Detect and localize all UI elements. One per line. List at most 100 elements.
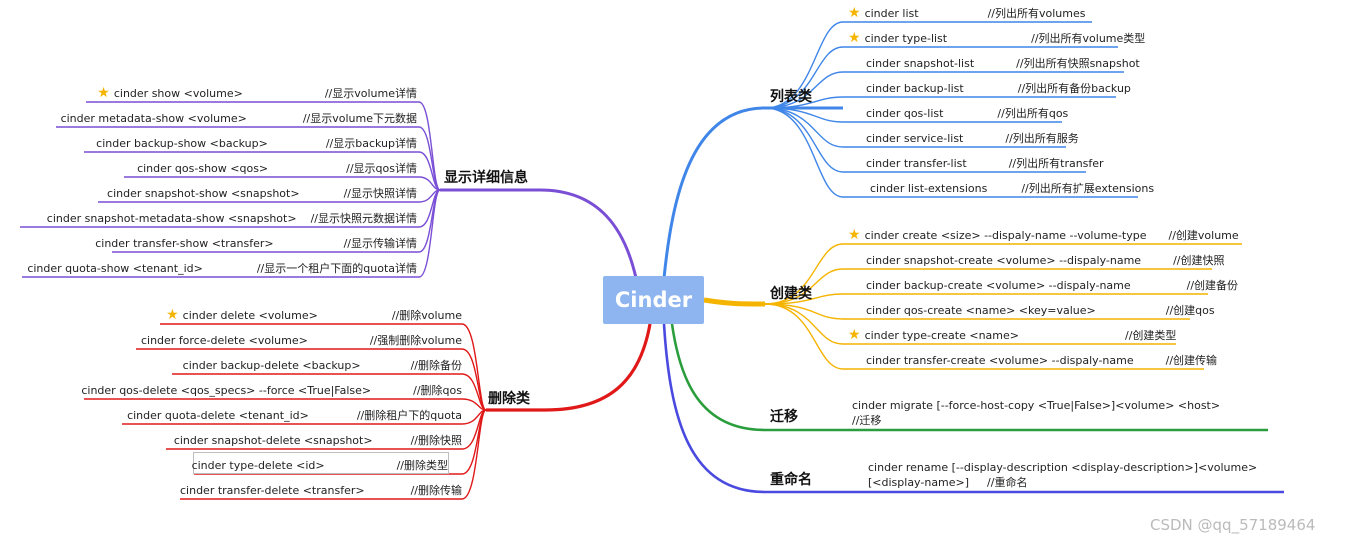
branch-title-rename[interactable]: 重命名 <box>770 472 812 488</box>
migrate-comment: //迁移 <box>852 414 882 427</box>
list-item-comment: //列出所有volumes <box>987 7 1086 20</box>
show-item-comment: //显示传输详情 <box>343 237 417 250</box>
show-item-4[interactable]: cinder qos-show <qos>//显示qos详情 <box>137 159 417 177</box>
list-item-2[interactable]: ★cinder type-list//列出所有volume类型 <box>848 29 1145 47</box>
list-item-1[interactable]: ★cinder list//列出所有volumes <box>848 4 1085 22</box>
list-item-comment: //列出所有qos <box>997 107 1069 120</box>
rename-line-2: [<display-name>]//重命名 <box>868 476 1028 489</box>
delete-item-4[interactable]: cinder qos-delete <qos_specs> --force <T… <box>81 381 462 399</box>
rename-comment: //重命名 <box>987 476 1028 489</box>
create-item-4[interactable]: cinder qos-create <name> <key=value>//创建… <box>866 301 1215 319</box>
connector-line <box>662 106 843 279</box>
delete-item-6[interactable]: cinder snapshot-delete <snapshot>//删除快照 <box>174 431 462 449</box>
connector-line <box>764 243 844 305</box>
delete-item-comment: //删除快照 <box>410 434 462 447</box>
show-item-7[interactable]: cinder transfer-show <transfer> //显示传输详情 <box>95 234 417 252</box>
migrate-line-1: cinder migrate [--force-host-copy <True|… <box>852 399 1221 412</box>
show-item-command: cinder snapshot-metadata-show <snapshot> <box>46 211 297 225</box>
delete-item-comment: //删除类型 <box>396 459 448 472</box>
create-item-5[interactable]: ★cinder type-create <name>//创建类型 <box>848 326 1176 344</box>
list-item-comment: //列出所有扩展extensions <box>1021 182 1155 195</box>
rename-command[interactable]: cinder rename [--display-description <di… <box>868 460 1257 490</box>
list-item-comment: //列出所有volume类型 <box>1031 32 1146 45</box>
list-item-comment: //列出所有服务 <box>1005 132 1079 145</box>
list-item-comment: //列出所有transfer <box>1008 157 1104 170</box>
create-item-comment: //创建传输 <box>1165 354 1218 367</box>
create-item-2[interactable]: cinder snapshot-create <volume> --dispal… <box>866 251 1224 269</box>
create-item-3[interactable]: cinder backup-create <volume> --dispaly-… <box>866 276 1238 294</box>
branch-title-migrate[interactable]: 迁移 <box>770 409 798 425</box>
delete-item-1[interactable]: ★cinder delete <volume>//删除volume <box>166 306 462 324</box>
branch-title-delete[interactable]: 删除类 <box>488 391 530 407</box>
create-item-comment: //创建备份 <box>1186 279 1239 292</box>
list-item-6[interactable]: cinder service-list //列出所有服务 <box>866 129 1079 147</box>
connector-line <box>764 107 844 173</box>
show-item-comment: //显示volume详情 <box>324 87 417 100</box>
branch-title-create[interactable]: 创建类 <box>770 286 812 302</box>
list-item-7[interactable]: cinder transfer-list //列出所有transfer <box>866 154 1104 172</box>
connector-line <box>486 323 652 412</box>
delete-item-5[interactable]: cinder quota-delete <tenant_id>//删除租户下的q… <box>127 406 462 424</box>
delete-item-comment: //删除qos <box>413 384 462 397</box>
show-item-comment: //显示一个租户下面的quota详情 <box>256 262 417 275</box>
rename-line-1: cinder rename [--display-description <di… <box>868 461 1258 474</box>
show-item-2[interactable]: cinder metadata-show <volume>//显示volume下… <box>61 109 417 127</box>
list-item-comment: //列出所有备份backup <box>1017 82 1131 95</box>
star-icon: ★ <box>848 227 861 243</box>
show-item-1[interactable]: ★cinder show <volume>//显示volume详情 <box>97 84 417 102</box>
delete-item-command: cinder quota-delete <tenant_id> <box>127 408 309 422</box>
connector-line <box>764 46 844 109</box>
connector-line <box>764 268 844 305</box>
create-item-command: cinder snapshot-create <volume> --dispal… <box>866 253 1142 267</box>
delete-item-7[interactable]: cinder type-delete <id>//删除类型 <box>192 456 448 474</box>
show-item-command: cinder metadata-show <volume> <box>60 111 247 125</box>
show-item-comment: //显示快照详情 <box>343 187 417 200</box>
create-item-command: cinder backup-create <volume> --dispaly-… <box>866 278 1131 292</box>
delete-item-8[interactable]: cinder transfer-delete <transfer>//删除传输 <box>180 481 462 499</box>
show-item-comment: //显示qos详情 <box>346 162 417 175</box>
list-item-8[interactable]: cinder list-extensions//列出所有扩展extensions <box>870 179 1154 197</box>
delete-item-command: cinder transfer-delete <transfer> <box>180 483 365 497</box>
connector-line <box>764 303 844 370</box>
list-item-command: cinder snapshot-list <box>866 56 975 70</box>
connector-line <box>418 189 441 278</box>
connector-line <box>440 188 638 279</box>
list-item-3[interactable]: cinder snapshot-list//列出所有快照snapshot <box>866 54 1140 72</box>
list-item-command: cinder transfer-list <box>866 156 967 170</box>
create-item-comment: //创建类型 <box>1125 329 1177 342</box>
delete-item-2[interactable]: cinder force-delete <volume>//强制删除volume <box>141 331 462 349</box>
show-item-3[interactable]: cinder backup-show <backup>//显示backup详情 <box>96 134 417 152</box>
list-item-4[interactable]: cinder backup-list//列出所有备份backup <box>866 79 1131 97</box>
create-item-1[interactable]: ★cinder create <size> --dispaly-name --v… <box>848 226 1239 244</box>
create-item-6[interactable]: cinder transfer-create <volume> --dispal… <box>866 351 1217 369</box>
connector-line <box>418 151 441 191</box>
star-icon: ★ <box>848 5 861 21</box>
migrate-command[interactable]: cinder migrate [--force-host-copy <True|… <box>852 398 1220 428</box>
list-item-command: cinder service-list <box>866 131 964 145</box>
show-item-command: cinder snapshot-show <snapshot> <box>107 186 300 200</box>
connector-line <box>461 373 487 411</box>
show-item-6[interactable]: cinder snapshot-metadata-show <snapshot>… <box>47 209 417 227</box>
connector-line <box>461 409 487 500</box>
list-item-command: cinder qos-list <box>866 106 944 120</box>
create-item-comment: //创建volume <box>1168 229 1239 242</box>
show-item-command: cinder transfer-show <transfer> <box>95 236 274 250</box>
connector-line <box>764 107 844 198</box>
delete-item-3[interactable]: cinder backup-delete <backup>//删除备份 <box>183 356 462 374</box>
connector-line <box>764 21 844 109</box>
list-item-5[interactable]: cinder qos-list //列出所有qos <box>866 104 1068 122</box>
star-icon: ★ <box>97 85 110 101</box>
delete-item-command: cinder qos-delete <qos_specs> --force <T… <box>81 383 372 397</box>
branch-title-list[interactable]: 列表类 <box>770 89 812 105</box>
show-item-5[interactable]: cinder snapshot-show <snapshot> //显示快照详情 <box>107 184 417 202</box>
selection-frame <box>193 452 449 474</box>
create-item-command: cinder type-create <name> <box>864 328 1019 342</box>
root-node[interactable]: Cinder <box>603 276 704 324</box>
create-item-comment: //创建qos <box>1165 304 1215 317</box>
create-item-command: cinder create <size> --dispaly-name --vo… <box>864 228 1147 242</box>
branch-title-show[interactable]: 显示详细信息 <box>444 170 528 186</box>
show-item-8[interactable]: cinder quota-show <tenant_id>//显示一个租户下面的… <box>27 259 417 277</box>
show-item-command: cinder backup-show <backup> <box>96 136 268 150</box>
list-item-command: cinder type-list <box>864 31 948 45</box>
